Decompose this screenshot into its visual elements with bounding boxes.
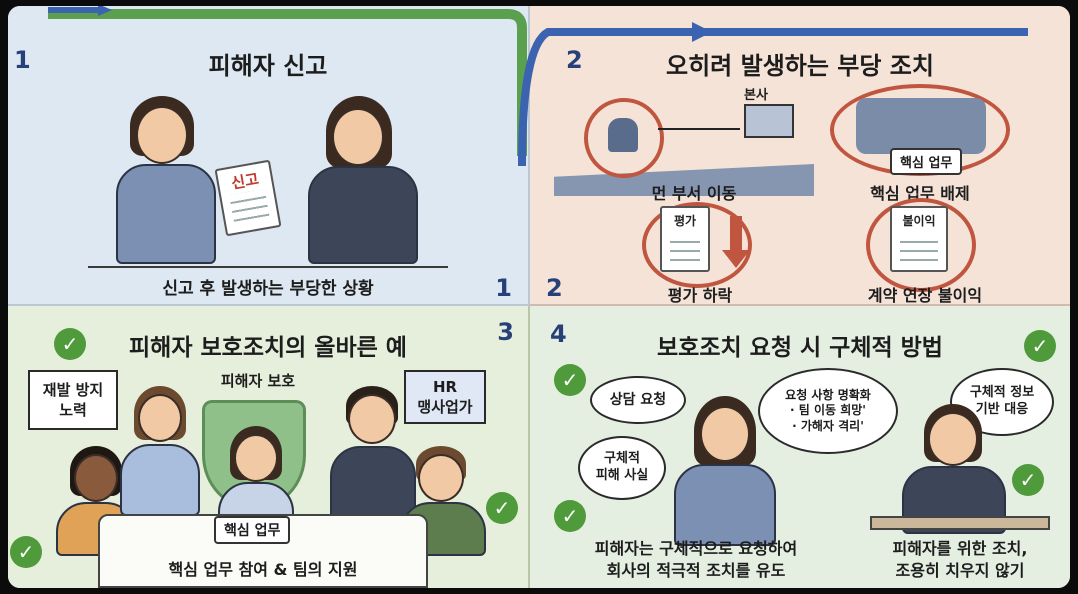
victim-figure xyxy=(216,426,296,526)
panel-caption: 신고 후 발생하는 부당한 상황 xyxy=(162,279,374,299)
corner-number: 1 xyxy=(495,274,512,302)
check-icon: ✓ xyxy=(10,536,42,568)
panel-title: 오히려 발생하는 부당 조치 xyxy=(666,52,934,80)
check-icon: ✓ xyxy=(1012,464,1044,496)
hr-officer-figure xyxy=(894,404,1014,534)
check-icon: ✓ xyxy=(554,500,586,532)
speech-bubble-request: 요청 사항 명확화 · 팀 이동 희망' · 가해자 격리' xyxy=(758,368,898,454)
panel-title: 피해자 신고 xyxy=(208,52,328,80)
caption-left: 피해자는 구체적으로 요청하여 회사의 적극적 조치를 유도 xyxy=(594,539,798,580)
shield-label: 피해자 보호 xyxy=(220,372,296,390)
panel-report: 1 피해자 신고 신고 신고 후 발생하는 부당한 상황 1 xyxy=(8,6,530,306)
team-member xyxy=(120,386,200,516)
caption-right: 피해자를 위한 조치, 조용히 치우지 않기 xyxy=(892,539,1028,580)
contract-doc-label: 불이익 xyxy=(902,214,936,228)
panel-number: 4 xyxy=(550,320,567,348)
team-member xyxy=(398,446,488,556)
contract-document: 불이익 xyxy=(890,206,948,272)
hq-label: 본사 xyxy=(744,88,768,103)
highlight-circle xyxy=(642,202,752,288)
check-icon: ✓ xyxy=(486,492,518,524)
down-arrow-icon xyxy=(730,216,742,252)
desk xyxy=(870,516,1050,530)
core-work-tag: 핵심 업무 xyxy=(890,148,963,175)
panel-request-method: 4 보호조치 요청 시 구체적 방법 ✓ ✓ ✓ ✓ 상담 요청 구체적 피해 … xyxy=(530,306,1070,588)
panel-retaliation: 2 오히려 발생하는 부당 조치 본사 먼 부서 이동 핵심 업무 핵심 업무 … xyxy=(530,6,1070,306)
panel-correct-protection: ✓ 피해자 보호조치의 올바른 예 3 재발 방지 노력 피해자 보호 HR 맹… xyxy=(8,306,530,588)
panel-title: 피해자 보호조치의 올바른 예 xyxy=(129,335,407,361)
check-icon: ✓ xyxy=(1024,330,1056,362)
panel-number: 3 xyxy=(497,318,514,346)
evaluation-doc-label: 평가 xyxy=(673,214,697,228)
eval-caption: 평가 하락 xyxy=(667,286,733,305)
speech-bubble-facts: 구체적 피해 사실 xyxy=(578,436,666,500)
manager-figure xyxy=(298,96,428,266)
exclude-caption: 핵심 업무 배제 xyxy=(870,184,970,203)
remote-caption: 먼 부서 이동 xyxy=(651,184,737,203)
hq-building xyxy=(744,104,794,138)
panel-title: 보호조치 요청 시 구체적 방법 xyxy=(657,335,943,361)
corner-number: 2 xyxy=(546,274,563,302)
evaluation-document: 평가 xyxy=(660,206,710,272)
victim-figure xyxy=(108,96,228,266)
panel-caption: 핵심 업무 참여 & 팀의 지원 xyxy=(168,560,358,579)
check-icon: ✓ xyxy=(54,328,86,360)
check-icon: ✓ xyxy=(554,364,586,396)
prevention-note: 재발 방지 노력 xyxy=(28,370,118,430)
core-work-tag: 핵심 업무 xyxy=(214,516,291,544)
ground-line xyxy=(88,266,448,268)
team-meeting xyxy=(856,98,986,154)
distance-arrow xyxy=(658,128,740,130)
report-document: 신고 xyxy=(214,159,282,237)
contract-caption: 계약 연장 불이익 xyxy=(867,286,983,305)
infographic-frame: 1 피해자 신고 신고 신고 후 발생하는 부당한 상황 1 2 오히려 발생하… xyxy=(8,6,1070,588)
panel-number: 1 xyxy=(14,46,31,74)
speech-bubble-consult: 상담 요청 xyxy=(590,376,686,424)
victim-figure xyxy=(670,396,780,546)
highlight-circle xyxy=(866,198,976,292)
hr-sign: HR 맹사업가 xyxy=(404,370,486,424)
team-member xyxy=(328,386,418,526)
